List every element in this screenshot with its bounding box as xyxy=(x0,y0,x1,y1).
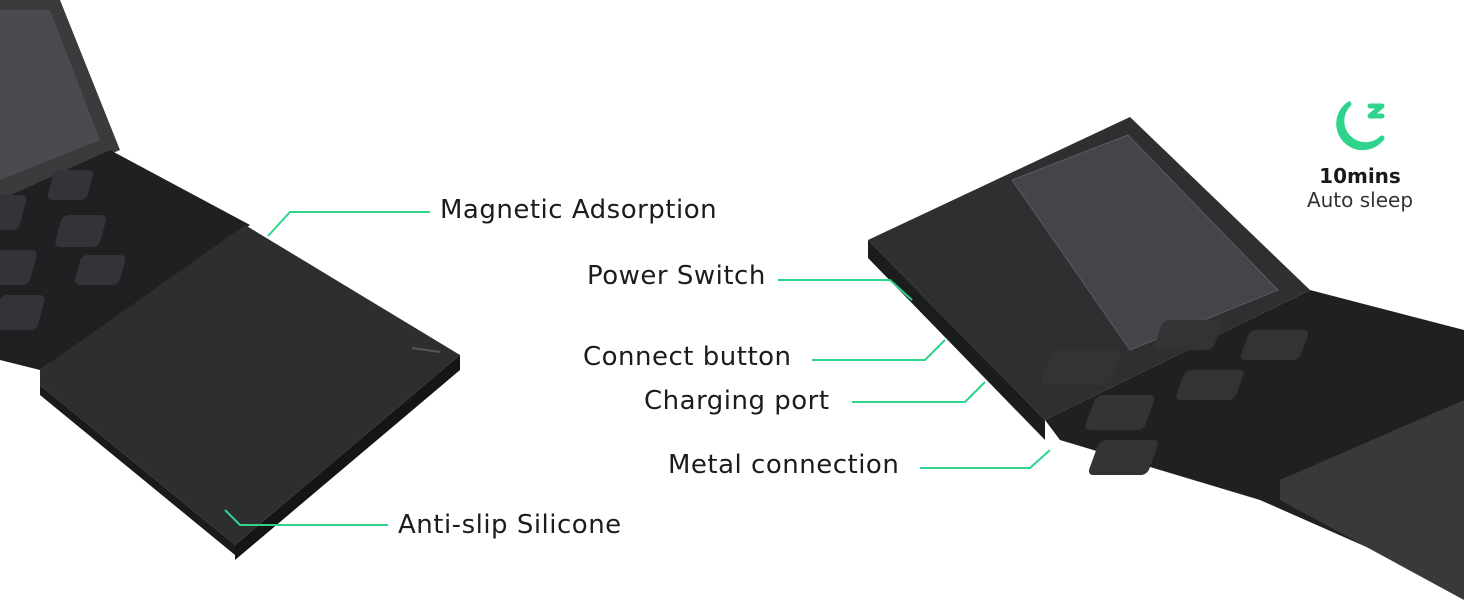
callout-power-switch: Power Switch xyxy=(587,261,766,291)
auto-sleep-badge: 10mins Auto sleep xyxy=(1290,96,1430,212)
callout-connect-button: Connect button xyxy=(583,342,792,372)
callout-metal-connection: Metal connection xyxy=(668,450,900,480)
sleep-label: Auto sleep xyxy=(1306,188,1414,212)
left-keyboard xyxy=(0,0,460,560)
moon-zzz-icon xyxy=(1336,101,1385,151)
callout-lines xyxy=(224,211,1051,526)
callout-magnetic-adsorption: Magnetic Adsorption xyxy=(440,195,718,225)
callout-charging-port: Charging port xyxy=(644,386,830,416)
callout-anti-slip-silicone: Anti-slip Silicone xyxy=(398,510,622,540)
sleep-duration: 10mins xyxy=(1319,164,1401,188)
right-keyboard xyxy=(868,117,1464,600)
